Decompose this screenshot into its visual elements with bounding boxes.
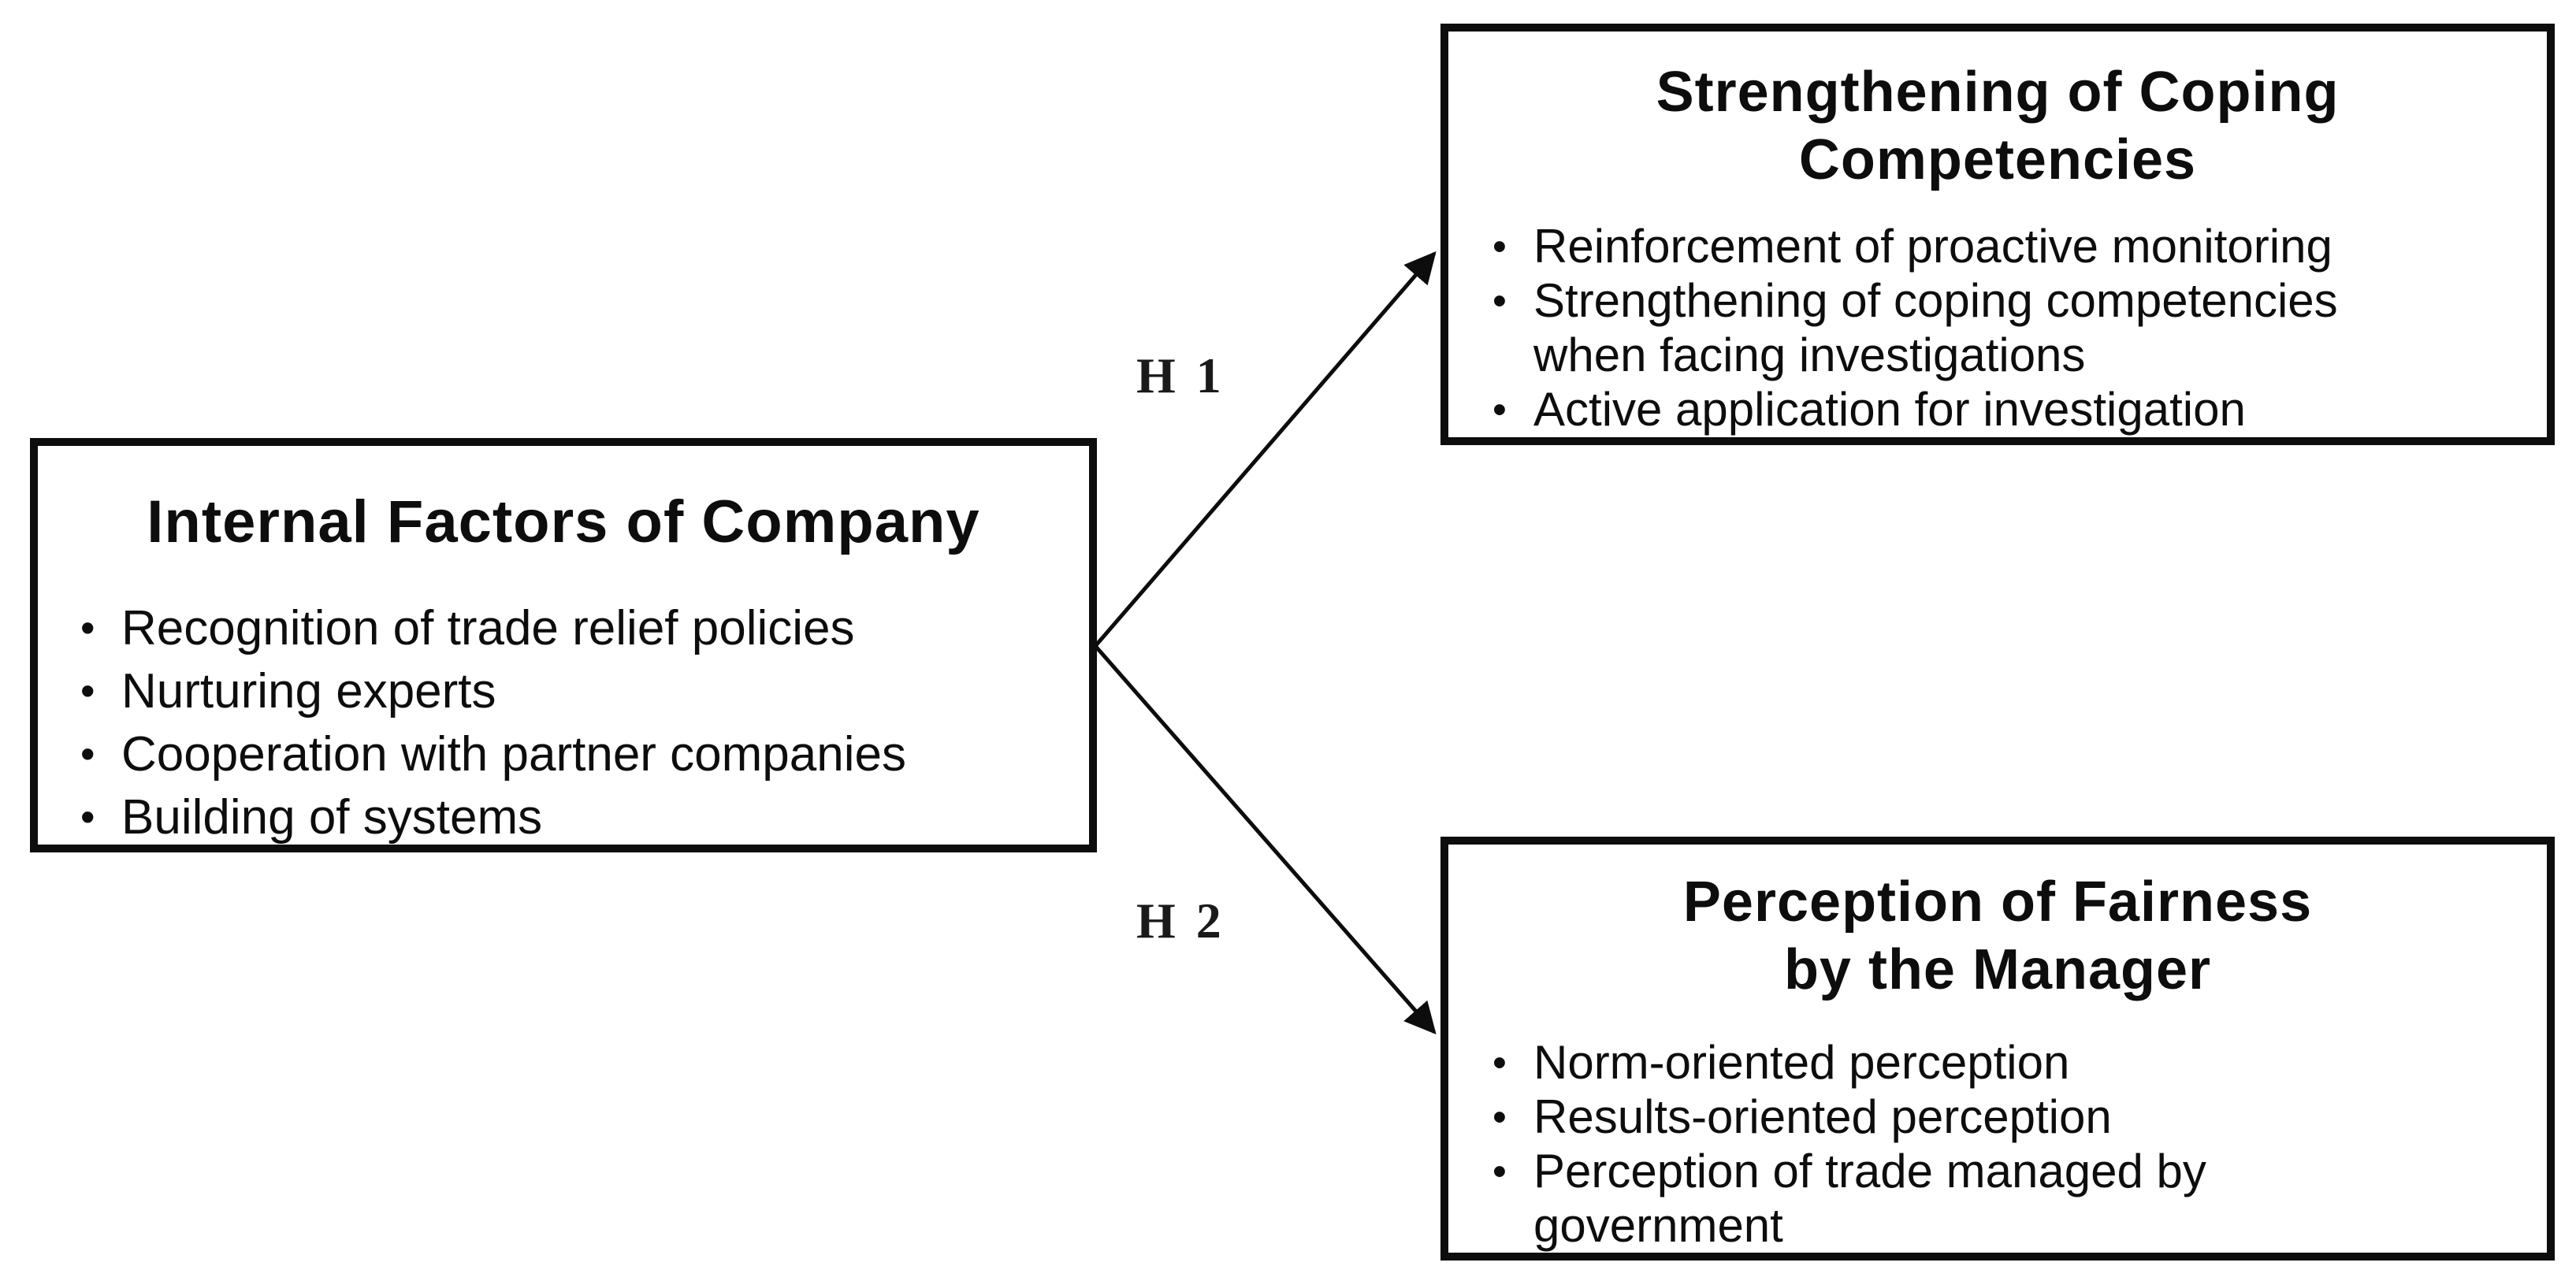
internal-factors-title: Internal Factors of Company — [147, 488, 980, 555]
list-item: • Nurturing experts — [80, 660, 1076, 723]
list-item-text: Active application for investigation — [1533, 383, 2246, 436]
coping-competencies-list: • Reinforcement of proactive monitoring … — [1448, 219, 2547, 436]
bullet-icon: • — [80, 794, 95, 841]
bullet-icon: • — [1492, 387, 1507, 432]
list-item: • Recognition of trade relief policies — [80, 597, 1076, 660]
coping-competencies-title: Strengthening of Coping Competencies — [1656, 61, 2340, 191]
bullet-icon: • — [80, 731, 95, 778]
h1-arrow — [1094, 251, 1437, 648]
list-item-text: Reinforcement of proactive monitoring — [1533, 220, 2333, 273]
list-item-text: Nurturing experts — [121, 664, 496, 718]
list-item: • Strengthening of coping competencies w… — [1492, 273, 2528, 382]
bullet-icon: • — [1492, 224, 1507, 269]
perception-fairness-title: Perception of Fairness by the Manager — [1682, 871, 2313, 1001]
list-item: • Results-oriented perception — [1492, 1090, 2528, 1144]
h2-arrow — [1094, 644, 1437, 1035]
list-item: • Building of systems — [80, 786, 1076, 849]
h1-label: H 1 — [1136, 347, 1225, 403]
list-item-text: Norm-oriented perception — [1533, 1036, 2070, 1089]
h2-label: H 2 — [1136, 893, 1225, 949]
perception-fairness-box: Perception of Fairness by the Manager • … — [1440, 837, 2555, 1261]
internal-factors-list: • Recognition of trade relief policies •… — [38, 597, 1089, 849]
list-item-text: Strengthening of coping competencies whe… — [1533, 274, 2338, 381]
list-item: • Perception of trade managed by governm… — [1492, 1144, 2528, 1253]
list-item-text: Results-oriented perception — [1533, 1090, 2112, 1143]
bullet-icon: • — [1492, 1149, 1507, 1194]
bullet-icon: • — [1492, 278, 1507, 323]
list-item: • Reinforcement of proactive monitoring — [1492, 219, 2528, 273]
list-item: • Norm-oriented perception — [1492, 1035, 2528, 1090]
list-item-text: Recognition of trade relief policies — [121, 601, 855, 655]
list-item-text: Building of systems — [121, 790, 543, 845]
list-item: • Active application for investigation — [1492, 382, 2528, 436]
internal-factors-box: Internal Factors of Company • Recognitio… — [30, 438, 1097, 852]
bullet-icon: • — [80, 605, 95, 652]
coping-competencies-box: Strengthening of Coping Competencies • R… — [1440, 24, 2555, 445]
perception-fairness-list: • Norm-oriented perception • Results-ori… — [1448, 1035, 2547, 1253]
bullet-icon: • — [80, 668, 95, 715]
bullet-icon: • — [1492, 1094, 1507, 1139]
bullet-icon: • — [1492, 1040, 1507, 1085]
list-item-text: Cooperation with partner companies — [121, 727, 906, 782]
list-item-text: Perception of trade managed by governmen… — [1533, 1145, 2206, 1252]
list-item: • Cooperation with partner companies — [80, 723, 1076, 786]
